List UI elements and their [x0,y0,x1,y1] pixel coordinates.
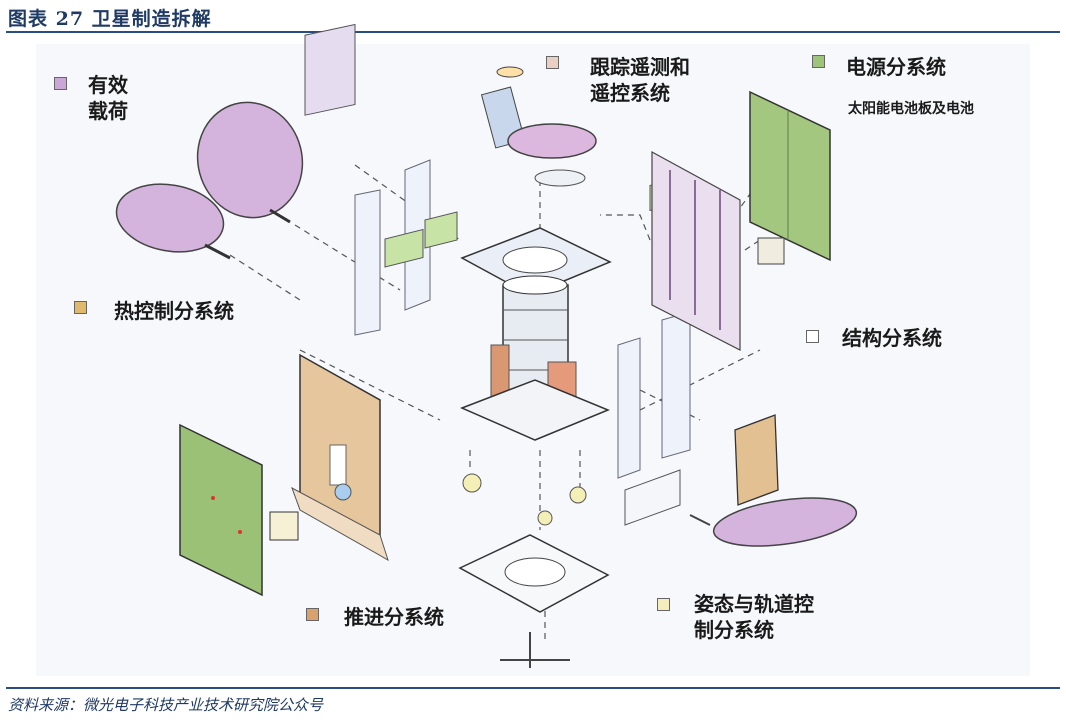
thermal-label: 热控制分系统 [114,299,234,323]
power-electronics [651,150,741,351]
payload-legend-swatch [54,77,67,90]
structure-legend-swatch [806,330,819,343]
lower-deck [460,379,610,526]
attitude-label-line2: 制分系统 [694,618,774,642]
solar-panel-right [749,90,831,265]
ttc-antenna [480,66,597,187]
propulsion-label: 推进分系统 [344,605,444,629]
base-adapter [458,534,610,668]
figure-header: 图表 27 卫星制造拆解 [0,0,1066,34]
ttc-label-line1: 跟踪遥测和 [590,55,690,79]
attitude-label: 姿态与轨道控 制分系统 [694,591,814,643]
upper-deck [460,227,612,296]
power-sublabel: 太阳能电池板及电池 [848,101,974,117]
attitude-legend-swatch [657,598,670,611]
ttc-label: 跟踪遥测和 遥控系统 [590,54,690,106]
solar-panel-left [179,423,299,597]
payload-label: 有效 载荷 [88,72,128,124]
thermal-legend-swatch [74,301,87,314]
bottom-rule [6,687,1060,689]
side-panel-right [624,414,779,526]
structure-label: 结构分系统 [842,326,942,350]
propulsion-panel [291,353,389,562]
thermal-panels [354,159,691,479]
propulsion-legend-swatch [306,608,319,621]
top-rule [6,31,1060,33]
figure-title: 图表 27 卫星制造拆解 [8,8,212,30]
payload-antennas [115,23,356,260]
attitude-label-line1: 姿态与轨道控 [694,592,814,616]
payload-label-line1: 有效 [88,73,128,97]
power-legend-swatch [812,55,825,68]
payload-label-line2: 载荷 [88,99,128,123]
attitude-dish [689,497,858,547]
ttc-legend-swatch [546,56,559,69]
figure-source: 资料来源：微光电子科技产业技术研究院公众号 [8,696,324,714]
power-label: 电源分系统 [846,55,946,79]
ttc-label-line2: 遥控系统 [590,81,670,105]
